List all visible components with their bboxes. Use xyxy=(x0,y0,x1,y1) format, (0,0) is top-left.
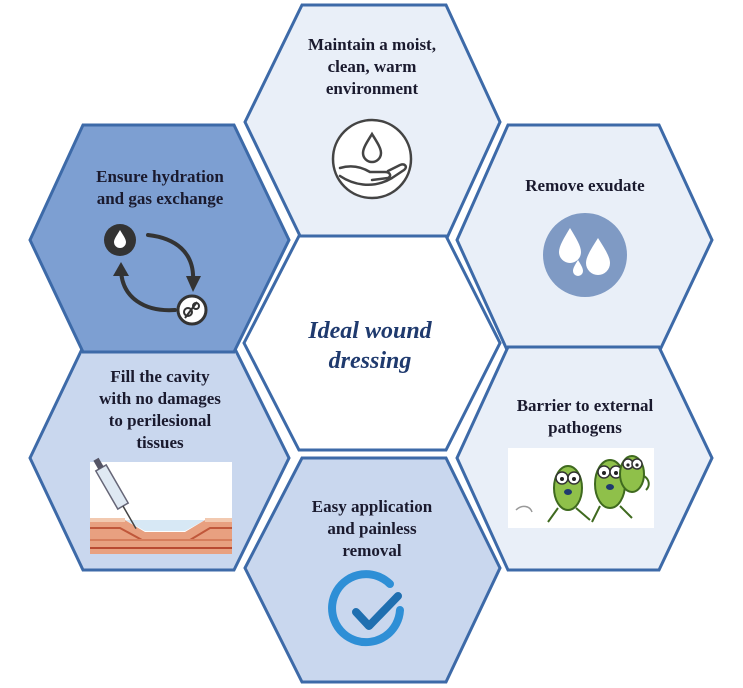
hexagon-top-label: Maintain a moist, clean, warm environmen… xyxy=(272,34,472,100)
hexagon-lower-left-line-4: tissues xyxy=(136,433,184,452)
hexagon-top-line-1: Maintain a moist, xyxy=(308,35,436,54)
hexagon-lower-left-label: Fill the cavity with no damages to peril… xyxy=(60,366,260,454)
hexagon-center xyxy=(242,234,502,452)
center-title-line-2: dressing xyxy=(328,348,412,374)
hexagon-upper-left-line-1: Ensure hydration xyxy=(96,167,224,186)
hexagon-upper-left-label: Ensure hydration and gas exchange xyxy=(60,166,260,210)
hexagon-bottom xyxy=(243,456,502,684)
center-title: Ideal wound dressing xyxy=(280,316,460,376)
hexagon-lower-left-line-2: with no damages xyxy=(99,389,221,408)
double-drop-icon xyxy=(543,213,627,297)
hexagon-lower-left-line-3: to perilesional xyxy=(108,411,212,430)
hexagon-bottom-line-3: removal xyxy=(342,541,402,560)
syringe-wound-illustration xyxy=(90,457,232,554)
hexagon-lower-right-line-1: Barrier to external xyxy=(516,396,654,415)
center-title-line-1: Ideal wound xyxy=(308,318,432,344)
hexagon-lower-right-line-2: pathogens xyxy=(548,418,622,437)
hexagon-lower-right-label: Barrier to external pathogens xyxy=(485,395,685,439)
hexagon-bottom-line-2: and painless xyxy=(327,519,417,538)
hexagon-bottom-label: Easy application and painless removal xyxy=(272,496,472,562)
exchange-cycle-icon xyxy=(104,224,208,326)
hexagon-upper-right-label: Remove exudate xyxy=(485,175,685,197)
pathogen-illustration xyxy=(508,448,654,528)
hexagon-top-line-2: clean, warm xyxy=(327,57,417,76)
hexagon-top-line-3: environment xyxy=(325,79,419,98)
water-drop-hand-icon xyxy=(331,118,413,200)
hexagon-bottom-line-1: Easy application xyxy=(311,497,433,516)
hexagon-lower-left-line-1: Fill the cavity xyxy=(110,367,210,386)
hexagon-upper-left-line-2: and gas exchange xyxy=(96,189,224,208)
check-circle-icon xyxy=(328,570,404,647)
hexagon-upper-right-line-1: Remove exudate xyxy=(525,176,645,195)
